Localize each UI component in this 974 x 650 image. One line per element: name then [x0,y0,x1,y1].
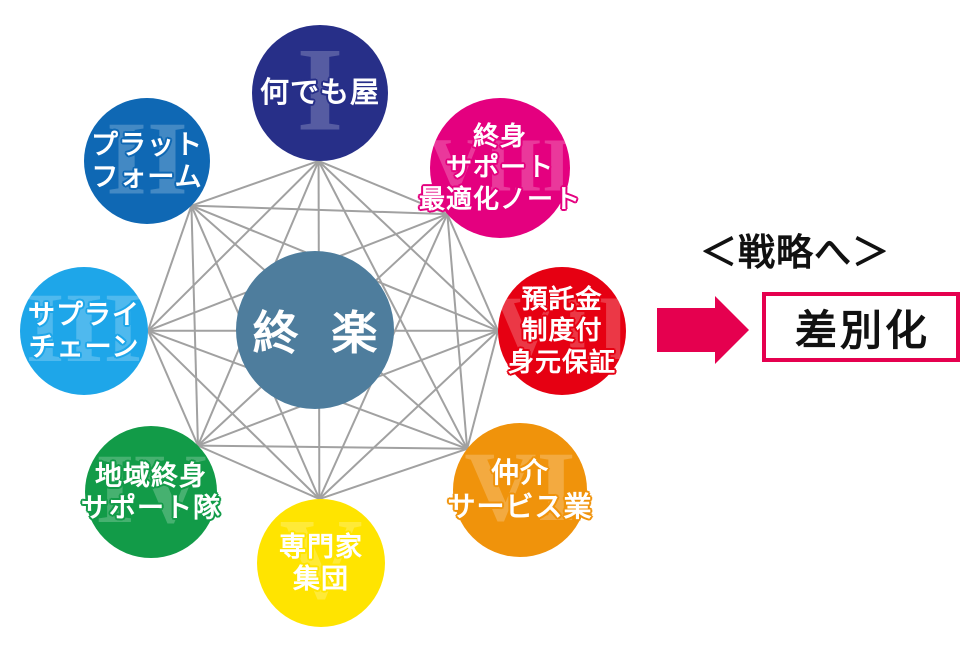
label-line: 預託金 [521,284,603,315]
node-label: 預託金 制度付 身元保証 [508,284,616,378]
label-line: チェーン [28,332,140,362]
node-circle-supply-chain: III サプライ チェーン [20,267,148,395]
label-line: サポート隊 [81,493,221,523]
center-label: 終 楽 [252,307,388,359]
node-circle-regional-support: IV 地域終身 サポート隊 [81,426,220,558]
node-circle-handyman: I 何でも屋 [252,25,388,161]
node-circle-brokerage: VI 仲介 サービス業 [448,423,592,557]
label-line: 仲介 [491,457,550,489]
label-line: サービス業 [447,491,593,522]
label-line: 集団 [293,564,349,594]
node-circle-lifetime-support-note: VIII 終身 サポート 最適化ノート [419,98,580,238]
node-circle-experts: V 専門家 集団 [257,499,385,627]
label-line: 制度付 [521,315,603,346]
label-line: サポート [446,152,555,183]
node-circle-guarantee: VII 預託金 制度付 身元保証 [493,267,631,395]
arrow-right-icon [657,296,749,364]
label-line: プラット [91,129,203,160]
node-label: 何でも屋 [260,76,380,111]
label-line: フォーム [91,162,203,192]
label-line: 身元保証 [507,346,616,377]
label-line: 最適化ノート [419,183,582,214]
node-circle-platform: II プラット フォーム [84,98,210,224]
label-line: 地域終身 [95,460,207,491]
center-circle-shuraku: 終 楽 [236,251,394,409]
differentiation-box: 差別化 [762,292,960,362]
strategy-heading: ＜戦略へ＞ [700,232,890,273]
node-label: サプライ チェーン [28,299,140,364]
node-label: 専門家 集団 [279,531,363,596]
label-line: サプライ [28,299,140,330]
label-line: 終身 [473,121,528,152]
label-line: 専門家 [279,531,363,562]
node-label: プラット フォーム [91,129,203,194]
differentiation-label: 差別化 [794,306,930,354]
node-label: 終身 サポート 最適化ノート [419,121,581,215]
node-label: 地域終身 サポート隊 [81,460,221,525]
label-line: 何でも屋 [259,76,380,109]
node-label: 仲介 サービス業 [448,456,593,523]
